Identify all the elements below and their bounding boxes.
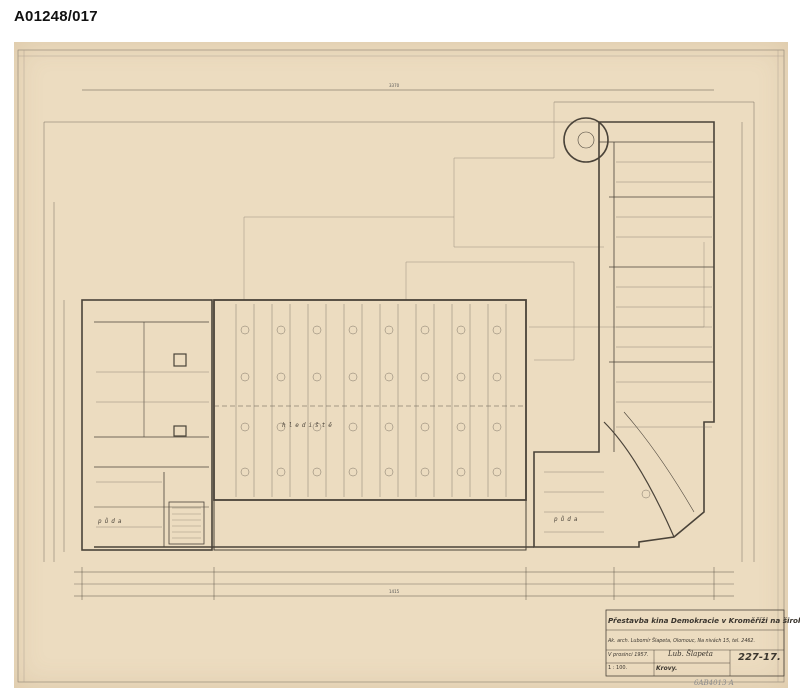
- roof-outline: [244, 102, 555, 218]
- roof-outline: [529, 242, 705, 328]
- title-block: Přestavba kina Demokracie v Kroměříži na…: [606, 610, 800, 676]
- hall-label: hlediště: [282, 422, 335, 429]
- sheet-signature: Lub. Šlapeta: [668, 650, 713, 658]
- archive-id: A01248/017: [14, 8, 98, 25]
- stair-tower: [563, 117, 609, 163]
- middle-dimension: 1415: [389, 589, 400, 594]
- sheet-date: V prosinci 1957.: [608, 652, 649, 658]
- blueprint-sheet: hlediště půda půda 3370 1415 Přestavba k…: [14, 42, 800, 688]
- hall-rafters: [235, 304, 507, 497]
- sheet-scale: 1 : 100.: [608, 665, 628, 671]
- left-block-wall: [81, 299, 213, 551]
- hall-vents: [240, 325, 502, 477]
- outer-frame: [17, 49, 785, 683]
- title-block-frame: [605, 609, 785, 677]
- left-room-label: půda: [98, 518, 125, 525]
- left-block-rafters: [96, 371, 209, 528]
- archive-stamp: 6AB4013 A: [694, 679, 734, 687]
- floor-plan-drawing: [17, 49, 785, 683]
- right-wing-wall: [533, 121, 715, 548]
- drawing-number: 227-17.: [738, 652, 781, 663]
- hall-wall: [213, 299, 527, 501]
- staircase: [168, 501, 205, 545]
- roof-outline: [453, 217, 604, 248]
- lobby-wall: [213, 499, 527, 551]
- right-wing-label: půda: [554, 516, 581, 523]
- sheet-author: Ak. arch. Lubomír Šlapeta, Olomouc, Na n…: [608, 639, 756, 644]
- sheet-title: Přestavba kina Demokracie v Kroměříži na…: [608, 616, 800, 625]
- roof-outline: [405, 261, 575, 361]
- overall-dimension: 3370: [389, 83, 400, 88]
- right-wing-rafters: [544, 161, 712, 533]
- curved-corner: [603, 421, 675, 538]
- sheet-floor: Krovy.: [656, 665, 678, 672]
